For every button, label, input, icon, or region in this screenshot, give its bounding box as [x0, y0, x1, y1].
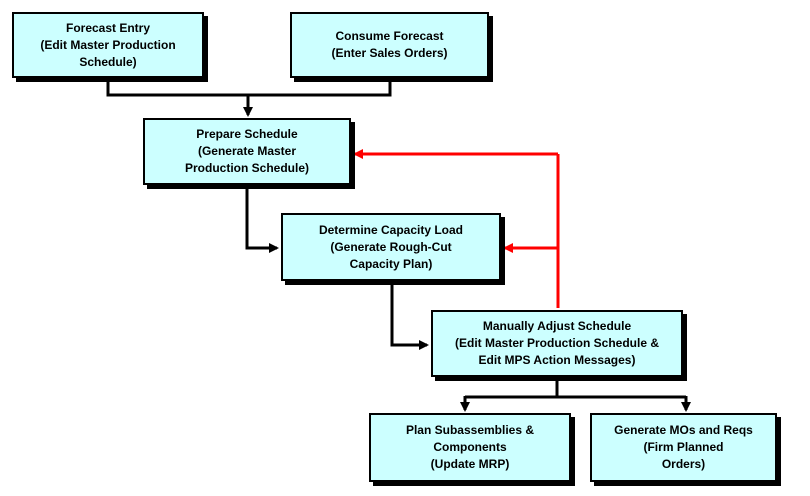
forecast-entry-box: Forecast Entry (Edit Master Production S… [12, 12, 204, 78]
adjust-schedule-detail: (Edit Master Production Schedule & [454, 336, 660, 350]
consume-forecast-box: Consume Forecast (Enter Sales Orders) [290, 12, 489, 78]
prepare-schedule-box: Prepare Schedule (Generate Master Produc… [143, 118, 351, 185]
connector-split [465, 379, 686, 399]
forecast-entry-detail-2: Schedule) [79, 54, 137, 69]
consume-forecast-title: Consume Forecast [335, 29, 444, 43]
arrow-to-determine-capacity [245, 187, 279, 253]
determine-capacity-detail-2: Capacity Plan) [349, 256, 433, 271]
arrow-to-adjust-schedule [390, 283, 429, 350]
prepare-schedule-detail-2: Production Schedule) [184, 161, 309, 175]
generate-mos-detail-2: Orders) [661, 457, 706, 471]
plan-subassemblies-title-2: Components [433, 440, 507, 454]
generate-mos-detail: (Firm Planned [643, 440, 724, 454]
generate-mos-box: Generate MOs and Reqs (Firm Planned Orde… [590, 413, 777, 482]
determine-capacity-detail: (Generate Rough-Cut [330, 239, 452, 254]
consume-forecast-detail: (Enter Sales Orders) [331, 46, 448, 60]
plan-subassemblies-detail: (Update MRP) [430, 457, 510, 471]
prepare-schedule-title: Prepare Schedule [196, 127, 298, 141]
connector-forecast-merge [106, 80, 392, 97]
generate-mos-title: Generate MOs and Reqs [614, 423, 753, 437]
determine-capacity-title: Determine Capacity Load [318, 222, 464, 237]
determine-capacity-box: Determine Capacity Load (Generate Rough-… [281, 213, 501, 281]
adjust-schedule-title: Manually Adjust Schedule [482, 319, 632, 333]
plan-subassemblies-box: Plan Subassemblies & Components (Update … [369, 413, 571, 482]
forecast-entry-title: Forecast Entry [65, 20, 151, 35]
plan-subassemblies-title: Plan Subassemblies & [405, 423, 535, 437]
adjust-schedule-box: Manually Adjust Schedule (Edit Master Pr… [431, 310, 683, 377]
forecast-entry-detail: (Edit Master Production [40, 37, 176, 52]
adjust-schedule-detail-2: Edit MPS Action Messages) [478, 353, 636, 367]
prepare-schedule-detail: (Generate Master [197, 144, 297, 158]
